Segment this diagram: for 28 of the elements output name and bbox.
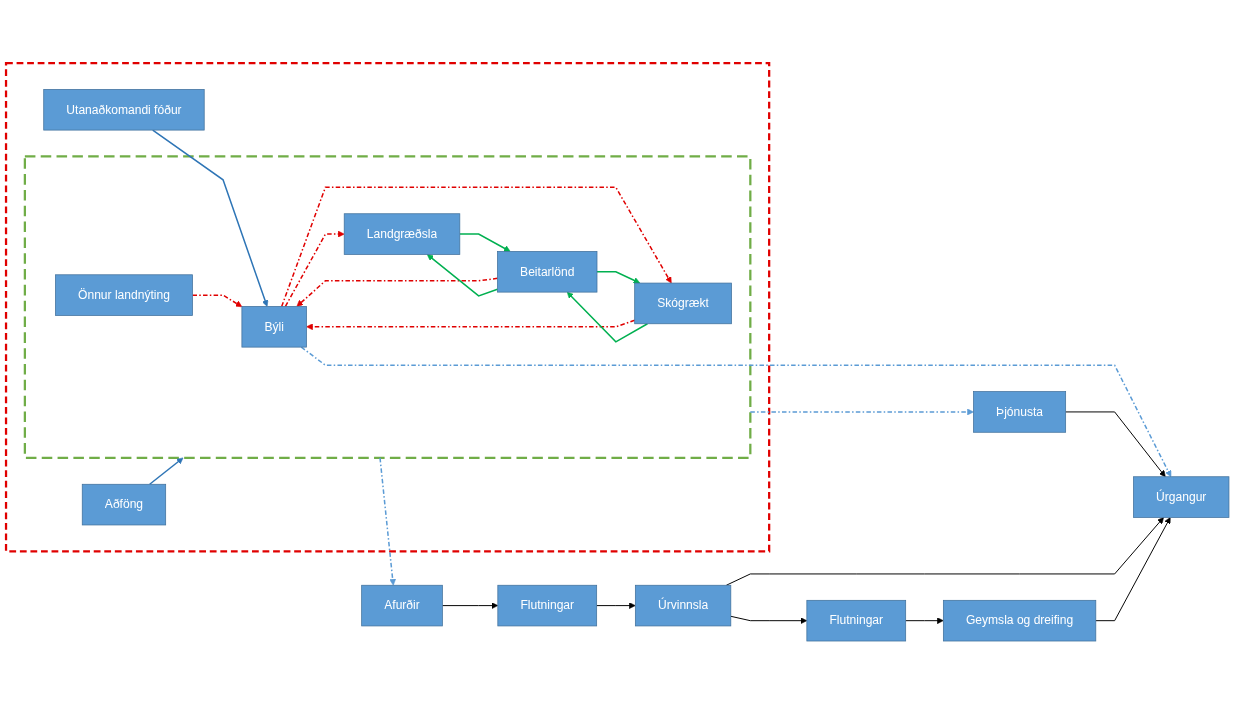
arrow [148,458,184,486]
arrow [379,457,396,586]
node-box: Býli [241,306,307,348]
node-box: Úrgangur [1133,476,1230,519]
node-box: Flutningar [806,600,907,642]
node-box: Úrvinnsla [634,585,732,627]
arrow [191,294,243,308]
arrow [296,278,499,308]
node-box: Geymsla og dreifing [943,600,1097,642]
node-box: Utanaðkomandi fóður [43,89,205,131]
node-box: Flutningar [497,585,598,627]
node-box: Önnur landnýting [55,274,193,317]
arrow [306,319,636,331]
node-box: Beitarlönd [497,251,598,293]
arrow [280,187,672,308]
cluster [4,62,771,553]
arrow [749,409,974,416]
node-box: Landgræðsla [343,213,461,256]
node-box: Afurðir [361,585,443,627]
cluster [23,155,752,460]
arrow [284,231,345,308]
node-box: Þjónusta [973,391,1067,434]
node-box: Skógrækt [634,283,732,325]
arrow [426,254,499,298]
arrow [596,271,641,284]
node-box: Aðföng [81,484,167,526]
arrow [151,129,269,308]
arrow [459,233,511,253]
